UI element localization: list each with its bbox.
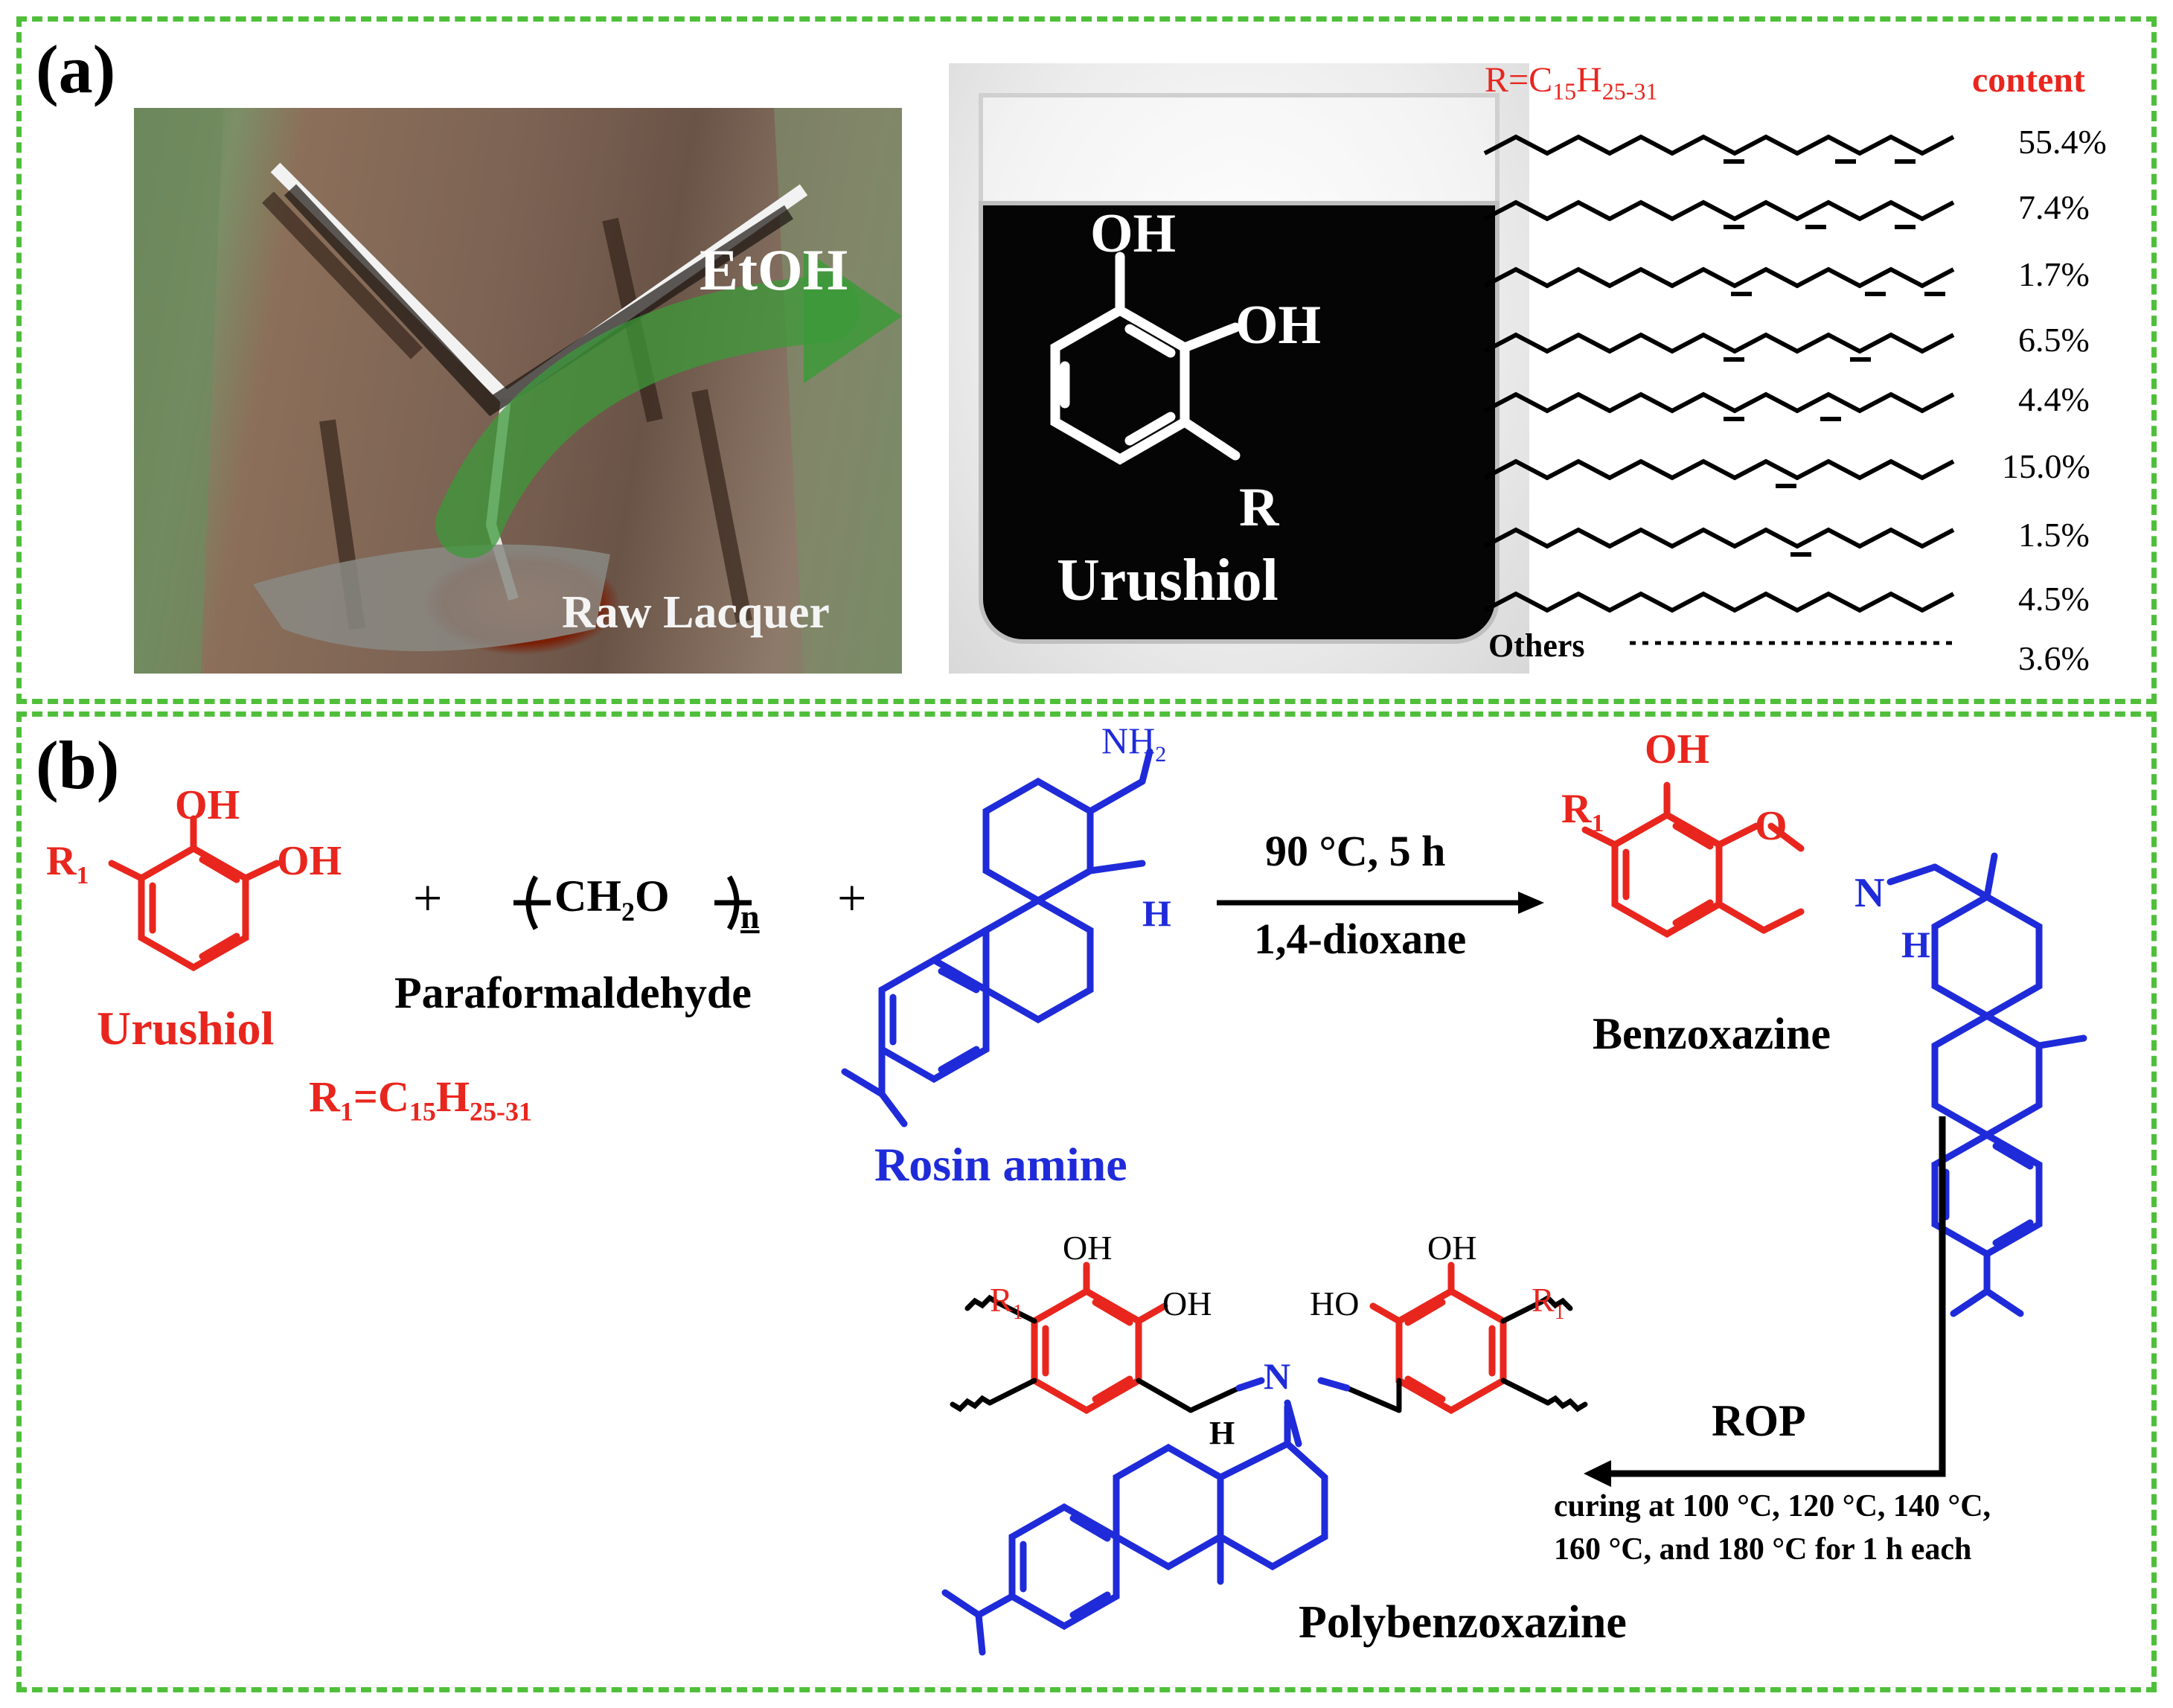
poly-oh-c: OH [1427, 1229, 1477, 1267]
benzoxazine-n: N [1854, 870, 1885, 916]
paraformaldehyde-formula: CH2O [554, 871, 670, 927]
benzoxazine-red-part [1581, 781, 1805, 938]
urushiol-oh-side: OH [277, 838, 342, 884]
rosin-amine-structure [841, 748, 1153, 1128]
reaction-arrow-head [1518, 892, 1544, 914]
rop-condition-line-1: curing at 100 °C, 120 °C, 140 °C, [1554, 1489, 1991, 1523]
content-value: 55.4% [2018, 123, 2107, 161]
side-chain-lines [1483, 134, 1955, 613]
r-group-definition: R=C15H25-31 [1485, 60, 1658, 105]
beaker-r-group: R [1239, 477, 1279, 538]
polybenzoxazine-name: Polybenzoxazine [1299, 1597, 1627, 1648]
reaction-conditions-top: 90 °C, 5 h [1265, 827, 1446, 875]
benzoxazine-oh: OH [1645, 726, 1710, 773]
side-chain-line [1483, 458, 1955, 481]
urushiol-r1-definition: R1=C15H25-31 [309, 1072, 532, 1127]
poly-oh-a: OH [1063, 1229, 1113, 1267]
poly-ho: HO [1310, 1285, 1360, 1322]
urushiol-caption: Urushiol [1057, 548, 1278, 613]
urushiol-structure [108, 815, 281, 972]
side-chain-line [1483, 134, 1955, 156]
urushiol-name: Urushiol [97, 1002, 275, 1055]
polybenzoxazine-blue-part [941, 1377, 1351, 1656]
content-value: 1.5% [2018, 516, 2090, 554]
side-chain-line [1483, 527, 1955, 549]
tree-photo-drawing [134, 108, 902, 674]
content-value: 15.0% [2002, 447, 2090, 485]
side-chain-line [1483, 266, 1955, 289]
urushiol-beaker-photo [949, 63, 1529, 674]
rosin-amine-name: Rosin amine [874, 1138, 1127, 1191]
side-chain-line [1483, 391, 1955, 414]
benzoxazine-r1: R1 [1561, 786, 1604, 838]
rop-arrow-shaft [1611, 1116, 1946, 1477]
content-value: 3.6% [2018, 639, 2090, 677]
content-value: 4.5% [2018, 580, 2090, 618]
raw-lacquer-tree-photo [134, 108, 902, 674]
content-value: 7.4% [2018, 188, 2090, 226]
others-label: Others [1488, 627, 1585, 664]
raw-lacquer-caption: Raw Lacquer [562, 587, 830, 638]
polybenzoxazine-backbone [950, 1294, 1588, 1413]
urushiol-r1-label: R1 [46, 838, 89, 890]
rop-label: ROP [1712, 1396, 1806, 1445]
polybenzoxazine-red-rings [1031, 1261, 1507, 1415]
plus-sign-1: + [413, 870, 443, 927]
panel-b-label: (b) [36, 727, 120, 803]
benzoxazine-o: O [1755, 803, 1788, 849]
paraformaldehyde-brackets [513, 875, 752, 930]
urushiol-r1-subscript: 1 [76, 862, 89, 890]
panel-a-frame [16, 16, 2157, 704]
content-header: content [1972, 60, 2085, 100]
paraformaldehyde-subscript: n [740, 898, 760, 935]
poly-r1-right: R1 [1532, 1281, 1565, 1325]
rop-condition-line-2: 160 °C, and 180 °C for 1 h each [1554, 1532, 1972, 1567]
side-chain-line [1483, 332, 1955, 354]
poly-oh-b: OH [1162, 1285, 1212, 1322]
poly-h: H [1209, 1415, 1235, 1451]
content-value: 1.7% [2018, 255, 2090, 293]
poly-n: N [1264, 1355, 1291, 1397]
reaction-conditions-bottom: 1,4-dioxane [1254, 915, 1467, 963]
panel-a-label: (a) [36, 31, 116, 107]
beaker-oh-side: OH [1235, 295, 1322, 356]
rosin-nh2-label: NH2 [1101, 720, 1167, 767]
content-value: 6.5% [2018, 321, 2090, 359]
beaker-glass [979, 93, 1500, 212]
urushiol-oh-top: OH [175, 782, 240, 828]
ethanol-label: EtOH [700, 237, 848, 302]
paraformaldehyde-name: Paraformaldehyde [394, 968, 752, 1017]
rosin-h-label: H [1142, 892, 1171, 934]
panel-b-frame [16, 711, 2157, 1692]
benzoxazine-h: H [1901, 924, 1930, 965]
poly-r1-left: R1 [990, 1281, 1023, 1325]
rop-arrow-head [1584, 1460, 1611, 1487]
benzoxazine-blue-part [1886, 852, 2087, 1317]
plus-sign-2: + [837, 870, 867, 927]
content-value: 4.4% [2018, 380, 2090, 418]
benzoxazine-name: Benzoxazine [1593, 1009, 1831, 1058]
side-chain-line [1483, 591, 1955, 613]
side-chain-line [1483, 199, 1955, 222]
beaker-oh-top: OH [1090, 203, 1177, 264]
